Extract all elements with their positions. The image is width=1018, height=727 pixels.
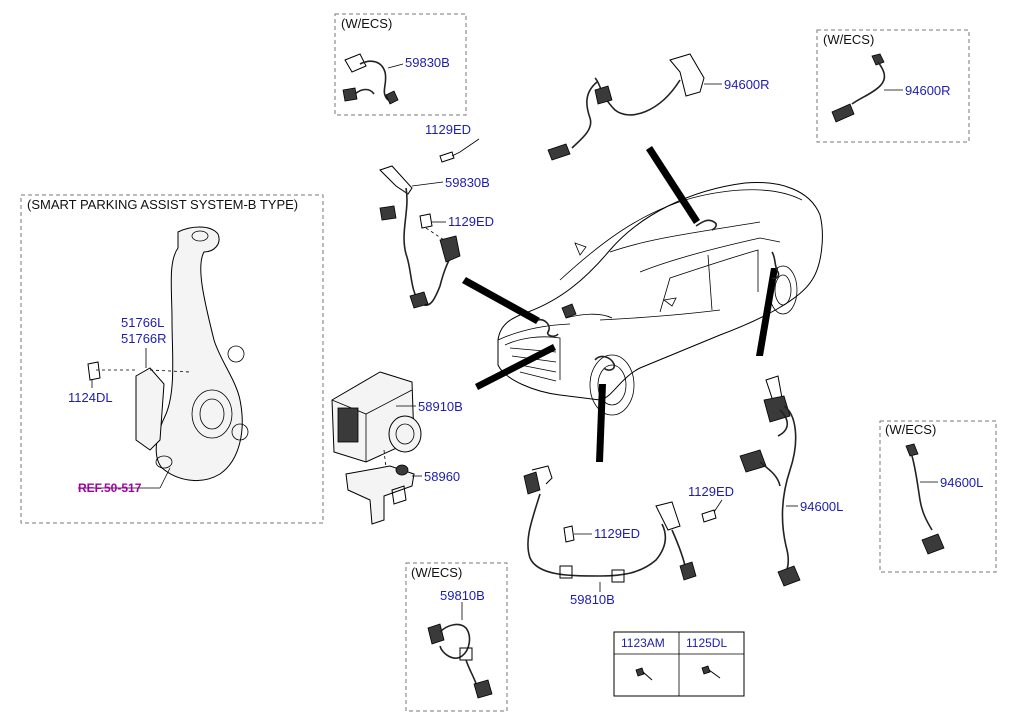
label-59830b-ecs: 59830B <box>405 55 450 70</box>
label-59810b: 59810B <box>570 592 615 607</box>
label-94600l-ecs: 94600L <box>940 475 983 490</box>
label-59810b-ecs: 59810B <box>440 588 485 603</box>
table-header-1125dl: 1125DL <box>686 636 727 650</box>
bolt-icon-1125dl <box>701 665 721 679</box>
bolt-icon-1123am <box>635 667 653 681</box>
ref-50-517[interactable]: REF.50-517 <box>78 481 142 495</box>
ecs-box-94600l-label: (W/ECS) <box>885 422 936 437</box>
ecs-box-94600r: (W/ECS) <box>816 29 970 143</box>
label-1129ed-c: 1129ED <box>688 484 734 499</box>
label-94600r-ecs: 94600R <box>905 83 951 98</box>
label-58910b: 58910B <box>418 399 463 414</box>
ecs-box-59810b-label: (W/ECS) <box>411 565 462 580</box>
knuckle-assembly: 51766L 51766R 1124DL REF.50-517 <box>68 226 249 495</box>
sensor-94600r-ecs: 94600R <box>831 53 951 123</box>
spas-box: (SMART PARKING ASSIST SYSTEM-B TYPE) <box>20 194 324 524</box>
ecs-box-59830b-label: (W/ECS) <box>341 16 392 31</box>
car-illustration <box>497 181 823 416</box>
label-1129ed-a: 1129ED <box>425 122 471 137</box>
sensor-59830b: 1129ED 59830B 1129ED <box>379 122 494 309</box>
label-1124dl: 1124DL <box>68 390 113 405</box>
label-1129ed-b: 1129ED <box>448 214 494 229</box>
ecs-box-59810b: (W/ECS) <box>405 562 508 712</box>
sensor-94600l: 94600L <box>739 375 843 587</box>
sensor-59810b-ecs: 59810B <box>427 588 493 699</box>
ecs-box-94600r-label: (W/ECS) <box>823 32 874 47</box>
sensor-94600l-ecs: 94600L <box>905 443 983 555</box>
sensor-94600r: 94600R <box>547 53 770 161</box>
label-51766r: 51766R <box>121 331 167 346</box>
sensor-59830b-ecs: 59830B <box>342 53 450 105</box>
label-59830b: 59830B <box>445 175 490 190</box>
abs-module: 58910B 58960 <box>331 371 463 525</box>
sensor-59810b: 1129ED 1129ED 59810B <box>523 465 734 607</box>
table-header-1123am: 1123AM <box>621 636 665 650</box>
label-94600l: 94600L <box>800 499 843 514</box>
label-58960: 58960 <box>424 469 460 484</box>
label-51766l: 51766L <box>121 315 164 330</box>
ecs-box-59830b: (W/ECS) <box>334 13 467 116</box>
spas-box-label: (SMART PARKING ASSIST SYSTEM-B TYPE) <box>27 197 298 212</box>
bolt-table: 1123AM 1125DL <box>613 631 745 697</box>
label-94600r-top: 94600R <box>724 77 770 92</box>
ecs-box-94600l: (W/ECS) <box>879 420 997 573</box>
label-1129ed-d: 1129ED <box>594 526 640 541</box>
